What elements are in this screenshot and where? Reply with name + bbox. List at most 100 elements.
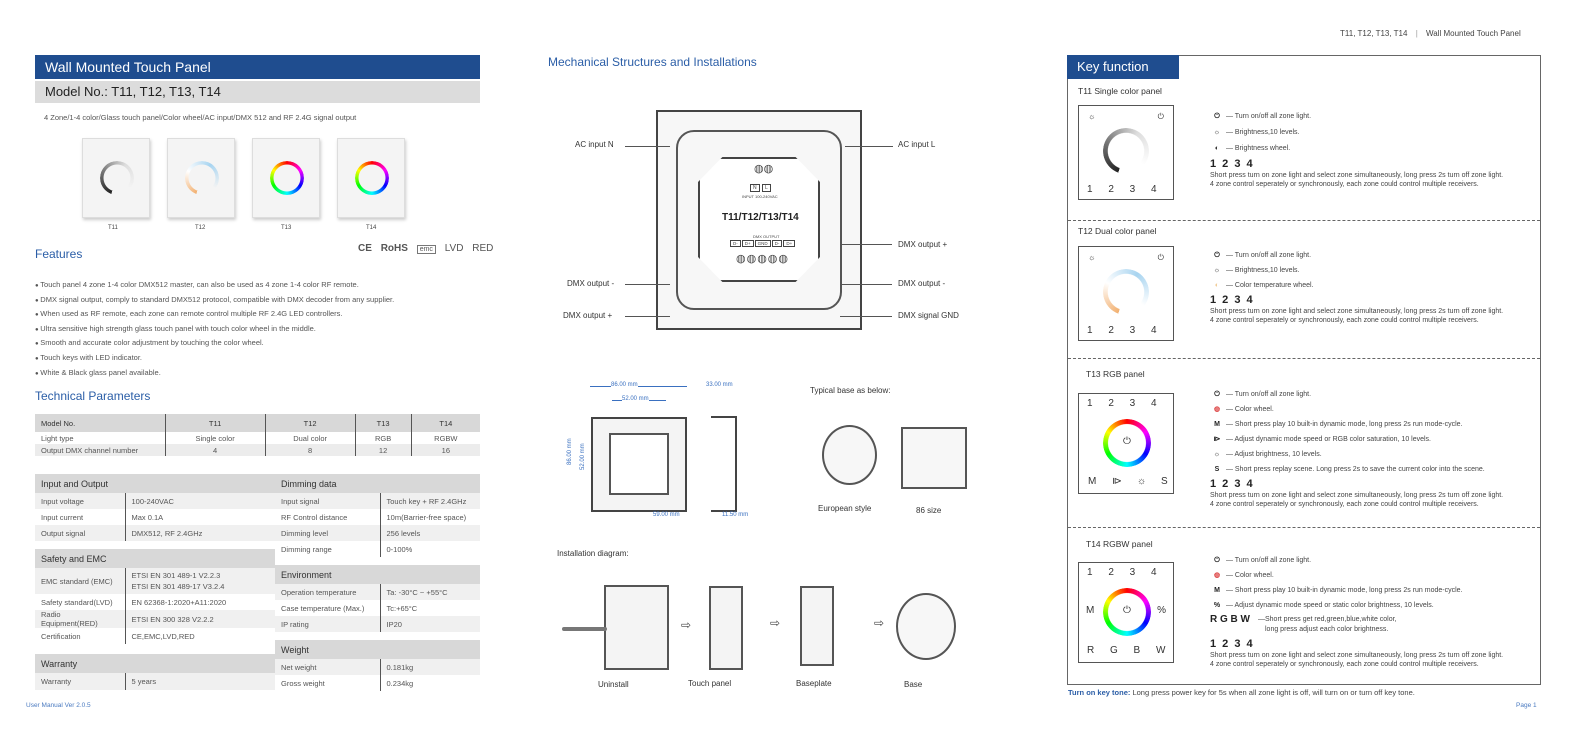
key-desc: Brightness,10 levels. — [1234, 267, 1300, 274]
cell: Single color — [164, 432, 266, 444]
step-label: Touch panel — [688, 679, 732, 688]
terminal: D- — [730, 240, 741, 247]
tech-params-title: Technical Parameters — [35, 389, 151, 403]
param-value: 100-240VAC — [124, 493, 275, 509]
product-label: T11 — [108, 225, 118, 231]
dim-inner-height: 52.00 mm — [580, 443, 586, 470]
color-wheel-icon: ◍ — [1213, 406, 1221, 413]
module-label: T11/T12/T13/T14 — [722, 212, 799, 223]
scene-icon: S — [1214, 466, 1220, 473]
speed-icon: ⧐ — [1213, 436, 1221, 443]
cell: RGBW — [410, 432, 480, 444]
rohs-mark: RoHS — [380, 243, 408, 254]
page-header: T11, T12, T13, T14 | Wall Mounted Touch … — [1340, 29, 1521, 38]
section-note: Short press turn on zone light and selec… — [1210, 308, 1504, 324]
section-title: Warranty — [35, 654, 275, 673]
key-desc: Turn on/off all zone light. — [1234, 557, 1312, 564]
section-title: Dimming data — [275, 474, 480, 493]
section-title: Weight — [275, 640, 480, 659]
ac-terminals-icon: ◍◍ — [754, 163, 774, 175]
header-cell: T14 — [410, 414, 480, 432]
header-cell: T11 — [164, 414, 266, 432]
param-label: Input current — [41, 512, 84, 522]
key-desc: Brightness,10 levels. — [1234, 129, 1300, 136]
section-title: Safety and EMC — [35, 549, 275, 568]
terminal: D- — [771, 240, 783, 247]
features-title: Features — [35, 247, 83, 261]
mechanical-title: Mechanical Structures and Installations — [548, 55, 757, 69]
t13-keys: ⏻ — Turn on/off all zone light. ◍ — Colo… — [1210, 387, 1503, 509]
callout-ac-input-n: AC input N — [575, 140, 614, 149]
t11-panel: ☼⏻ 1 2 3 4 — [1078, 105, 1174, 200]
key-desc: Turn on/off all zone light. — [1234, 252, 1312, 259]
section-title-t14: T14 RGBW panel — [1086, 539, 1153, 549]
power-icon: ⏻ — [1157, 112, 1164, 121]
dim-width: 86.00 mm — [611, 382, 638, 388]
mode-icon: M — [1214, 421, 1220, 428]
key-desc: Turn on/off all zone light. — [1234, 391, 1312, 398]
base-label: 86 size — [916, 506, 942, 515]
param-value: Touch key + RF 2.4GHz — [379, 493, 480, 509]
mode-icon: M — [1214, 587, 1220, 594]
cell: Output DMX channel number — [35, 444, 165, 456]
rgbw-icons: R G B W — [1210, 614, 1250, 625]
param-label: EMC standard (EMC) — [35, 568, 125, 594]
param-value: IP20 — [379, 616, 480, 632]
param-label: Output signal — [35, 525, 125, 541]
dim-height: 86.00 mm — [567, 438, 573, 465]
feature-item: Touch keys with LED indicator. — [35, 353, 394, 368]
param-value: ETSI EN 300 328 V2.2.2 — [124, 610, 275, 628]
terminal: GND — [754, 240, 771, 247]
power-icon: ⏻ — [1214, 113, 1220, 120]
red-mark: RED — [472, 243, 494, 254]
key-desc: Color wheel. — [1234, 406, 1274, 413]
product-label: T13 — [281, 225, 292, 231]
key-desc: Short press get red,green,blue,white col… — [1265, 616, 1397, 633]
dmx-screws-icon: ◍◍◍◍◍ — [736, 253, 789, 265]
speed-brightness-icon: % — [1213, 602, 1221, 609]
key-tone-text: Long press power key for 5s when all zon… — [1132, 688, 1415, 697]
callout-dmx-output-minus: DMX output - — [567, 279, 615, 288]
terminal: D+ — [783, 240, 796, 247]
callout-dmx-output-plus: DMX output + — [563, 311, 613, 320]
cell: Dual color — [264, 432, 355, 444]
typical-base-label: Typical base as below: — [810, 386, 891, 395]
section-title: Input and Output — [35, 474, 275, 493]
t11-keys: ⏻ — Turn on/off all zone light. ☼ — Brig… — [1210, 109, 1503, 189]
arrow-icon: ⇨ — [681, 618, 692, 632]
param-value: Ta: -30°C ~ +55°C — [379, 584, 480, 600]
screwdriver-icon — [562, 627, 607, 631]
zone-icons: 1 2 3 4 — [1210, 158, 1253, 170]
86-base-image — [901, 427, 967, 489]
param-label: Dimming level — [275, 525, 380, 541]
emc-mark: emc — [416, 245, 436, 254]
key-desc: Turn on/off all zone light. — [1234, 113, 1312, 120]
baseplate-image — [800, 586, 834, 666]
section-title-t11: T11 Single color panel — [1078, 86, 1162, 96]
t14-keys: ⏻ — Turn on/off all zone light. ◍ — Colo… — [1210, 553, 1503, 669]
power-icon: ⏻ — [1123, 605, 1131, 616]
rgbw-keys: R G B W — [1087, 645, 1166, 656]
param-value: EN 62368-1:2020+A11:2020 — [124, 594, 275, 610]
wiring-diagram: ◍◍ N L INPUT 100-240VAC T11/T12/T13/T14 … — [656, 110, 862, 330]
power-icon: ⏻ — [1214, 391, 1220, 398]
brightness-icon: ☼ — [1137, 476, 1147, 487]
key-desc: Brightness wheel. — [1234, 145, 1291, 152]
speed-icon: ⧐ — [1112, 476, 1122, 487]
callout-dmx-output-minus: DMX output - — [898, 279, 946, 288]
param-label: Radio Equipment(RED) — [35, 610, 125, 628]
header-cell: Model No. — [35, 414, 165, 432]
product-image-t11 — [82, 138, 150, 218]
manual-version: User Manual Ver 2.0.5 — [26, 702, 91, 709]
lvd-mark: LVD — [444, 243, 464, 254]
param-label: Gross weight — [281, 678, 325, 688]
key-desc: Short press play 10 built-in dynamic mod… — [1234, 587, 1463, 594]
param-value: 0.181kg — [379, 659, 480, 675]
param-value: Tc:+65°C — [379, 600, 480, 616]
power-icon: ⏻ — [1214, 252, 1220, 259]
cell: RGB — [354, 432, 412, 444]
header-title: Wall Mounted Touch Panel — [1426, 29, 1521, 38]
